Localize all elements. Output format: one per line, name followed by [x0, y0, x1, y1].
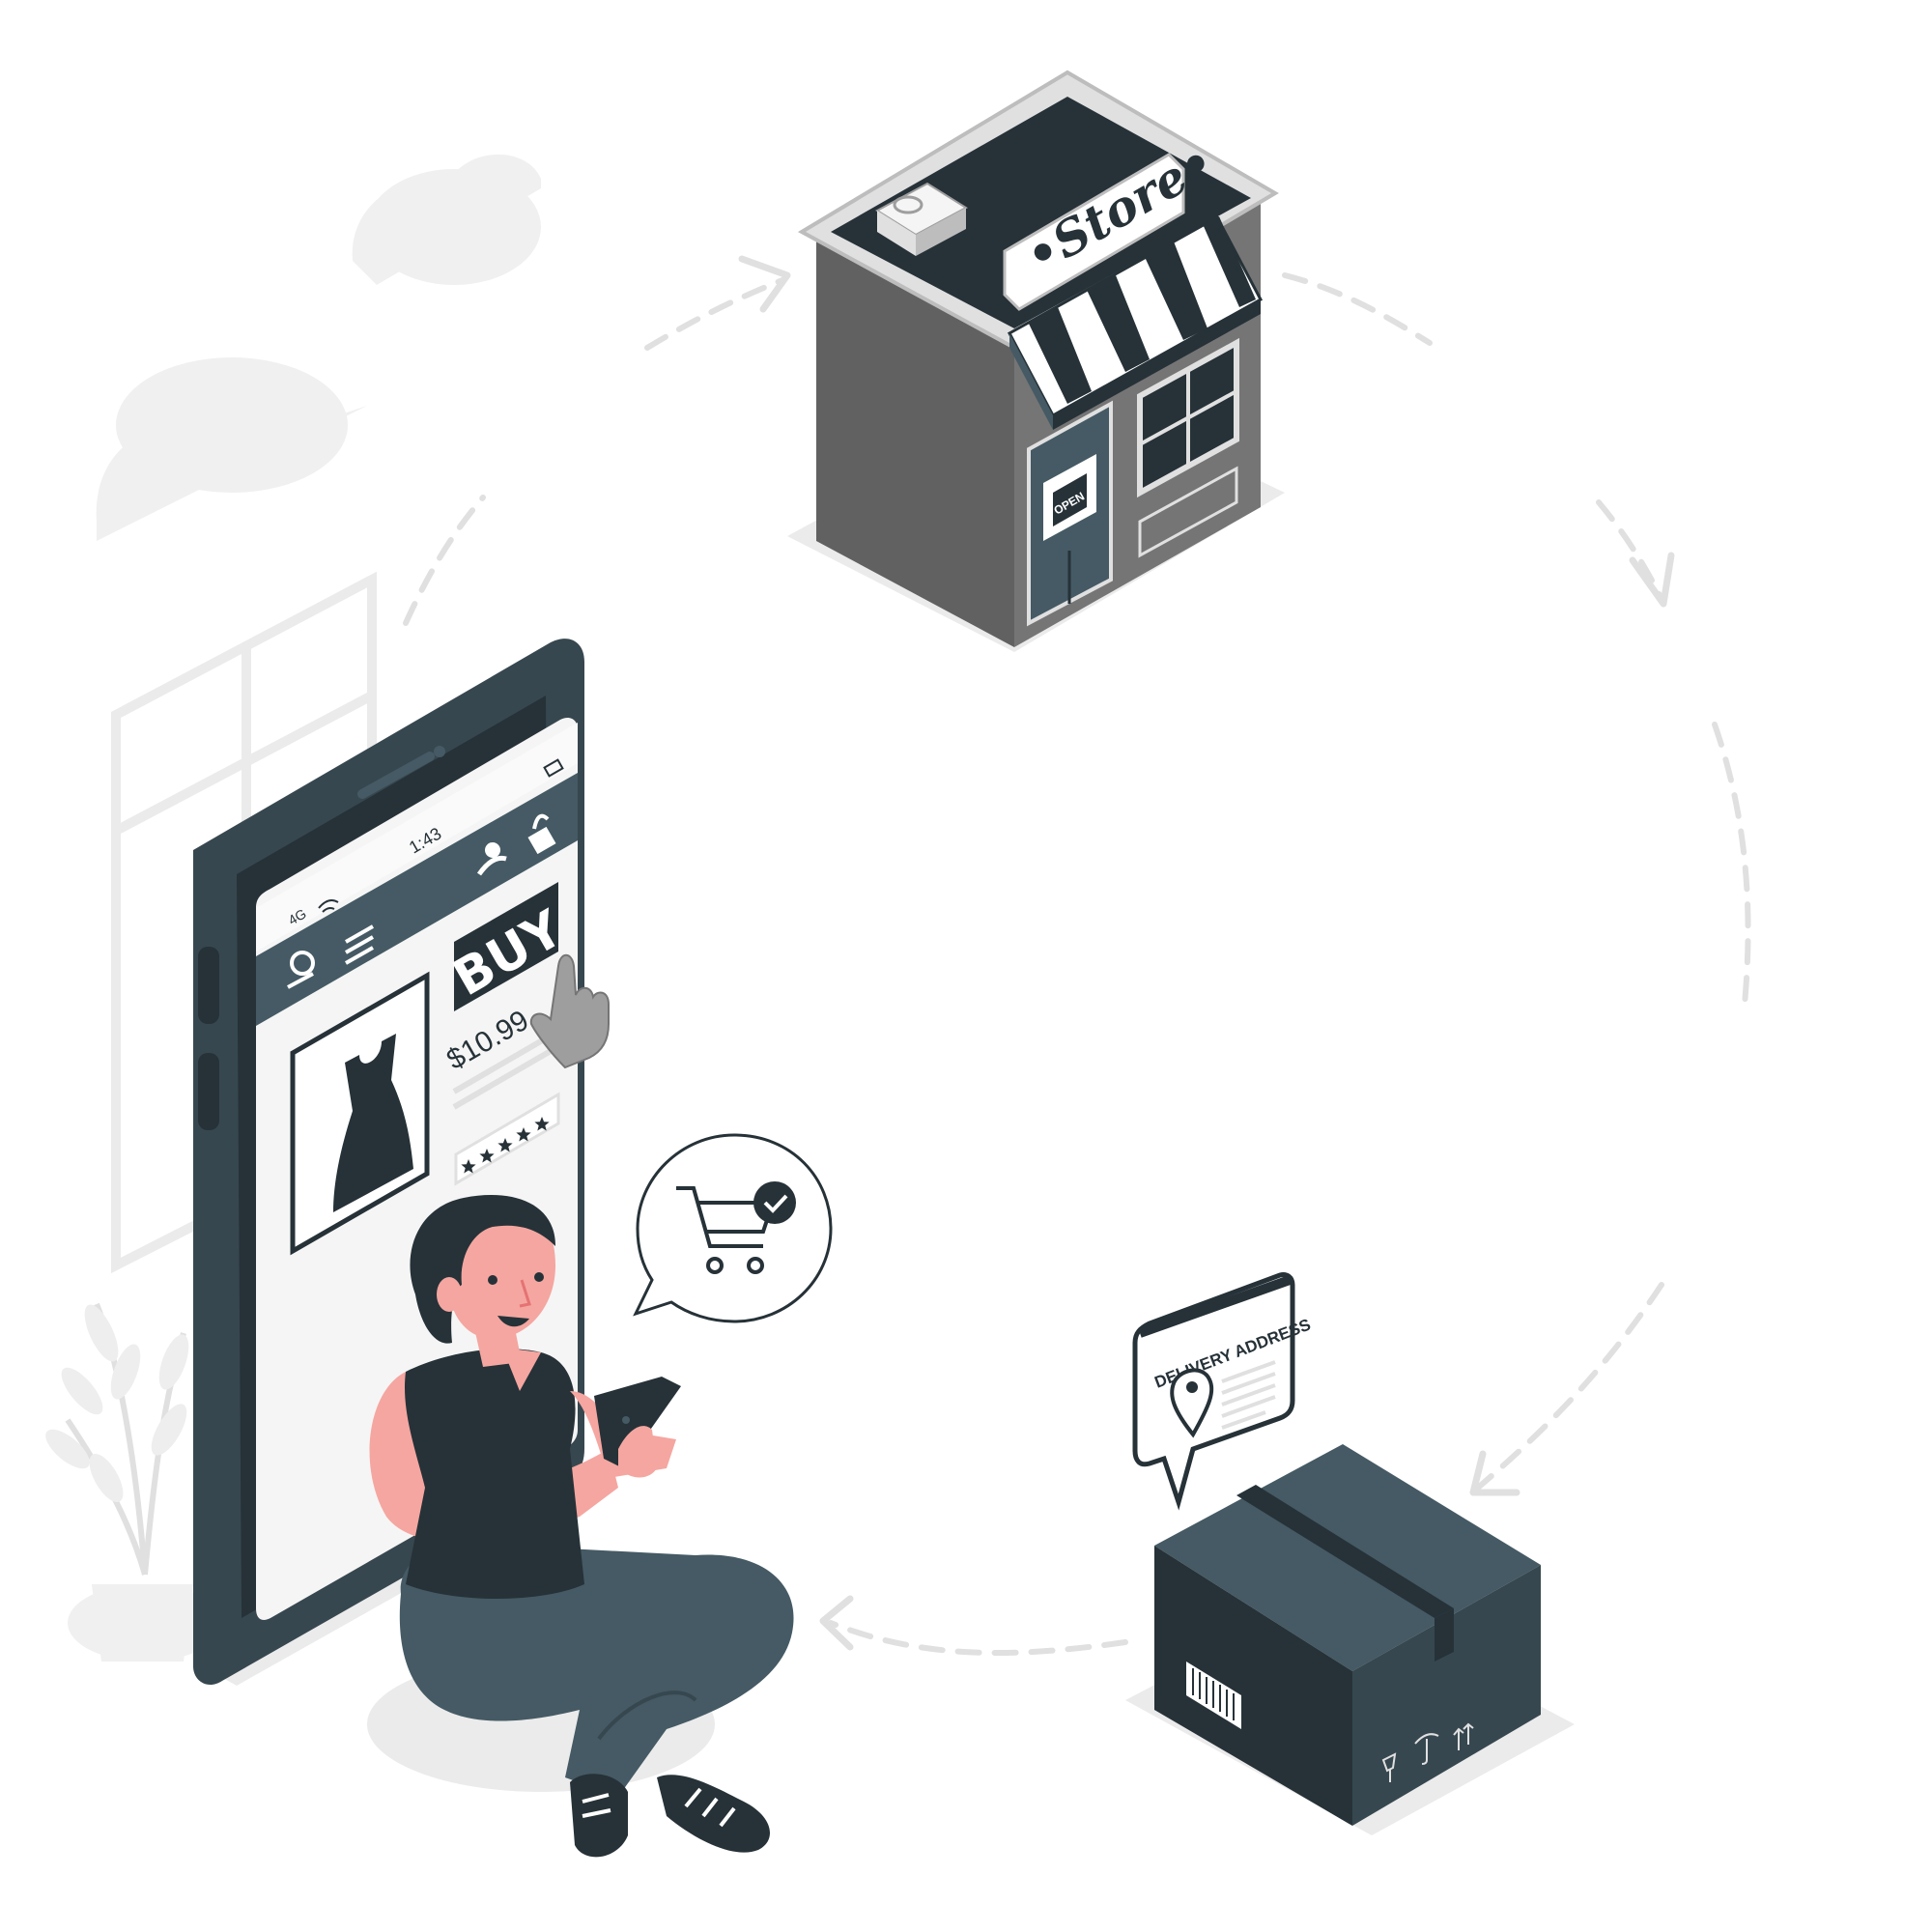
handling-icons	[1381, 1722, 1474, 1782]
arrow-path-right-down	[1596, 499, 1664, 602]
arrow-path-to-person	[828, 1620, 1128, 1657]
arrowhead-person	[819, 1595, 854, 1651]
arrow-path-to-store	[644, 277, 785, 351]
wifi-icon	[318, 899, 339, 913]
app-header-bar	[256, 773, 578, 1026]
person-pants	[399, 1539, 794, 1797]
rating-star-icon	[479, 1149, 495, 1163]
battery-icon	[543, 758, 564, 778]
store-window	[1137, 337, 1239, 498]
arrow-path-right-side	[1712, 722, 1751, 1017]
store-planter	[1138, 466, 1238, 558]
arrow-path-left-up	[403, 495, 486, 626]
person-shoes	[570, 1774, 770, 1858]
product-image[interactable]	[290, 971, 430, 1256]
arrow-path-to-box	[1475, 1282, 1664, 1491]
pointer-hand-icon	[529, 953, 610, 1069]
arrowhead-store	[738, 255, 791, 313]
location-pin-icon	[1170, 1368, 1214, 1438]
dress-icon	[333, 1034, 413, 1212]
arrow-path-store-right	[1282, 272, 1433, 346]
store-door: OPEN	[1027, 400, 1113, 627]
background-clouds	[96, 154, 541, 541]
phone-side-button	[198, 947, 219, 1024]
shopper-person	[367, 1195, 794, 1858]
arrowhead-right	[1629, 552, 1675, 608]
rating-star-icon	[497, 1138, 513, 1152]
address-lines	[1221, 1360, 1276, 1430]
box-tape	[1236, 1485, 1454, 1618]
this-side-up-icon	[1453, 1722, 1474, 1750]
store-awning	[1007, 214, 1264, 430]
background-plant	[45, 1302, 222, 1662]
delivery-address-card: DELIVERY ADDRESS	[1132, 1272, 1313, 1511]
person-eye	[488, 1275, 497, 1285]
rating-stars	[454, 1092, 560, 1186]
person-shirt	[405, 1349, 584, 1599]
handheld-phone	[594, 1377, 681, 1468]
arrowheads	[738, 255, 1675, 1651]
barcode-icon	[1186, 1662, 1241, 1729]
open-sign: OPEN	[1052, 473, 1087, 526]
product-description-lines	[452, 1033, 553, 1110]
package-box	[1125, 1444, 1575, 1835]
rooftop-unit	[875, 182, 968, 256]
rating-star-icon	[461, 1159, 476, 1174]
rating-star-icon	[534, 1117, 550, 1131]
check-icon	[753, 1181, 796, 1224]
cycle-arrows	[403, 272, 1751, 1657]
person-eye	[534, 1272, 544, 1282]
phone-side-button	[198, 1053, 219, 1130]
store-building: •Store• OPEN	[787, 70, 1285, 652]
profile-icon[interactable]	[287, 951, 315, 989]
umbrella-icon	[1414, 1733, 1439, 1765]
fragile-icon	[1381, 1752, 1397, 1782]
menu-icon[interactable]	[345, 924, 374, 965]
cart-bubble	[633, 1133, 833, 1323]
rating-star-icon	[516, 1127, 531, 1142]
user-icon[interactable]	[476, 842, 507, 876]
person-smile	[497, 1316, 529, 1327]
arrowhead-box	[1469, 1450, 1520, 1496]
lock-icon[interactable]	[527, 813, 556, 855]
